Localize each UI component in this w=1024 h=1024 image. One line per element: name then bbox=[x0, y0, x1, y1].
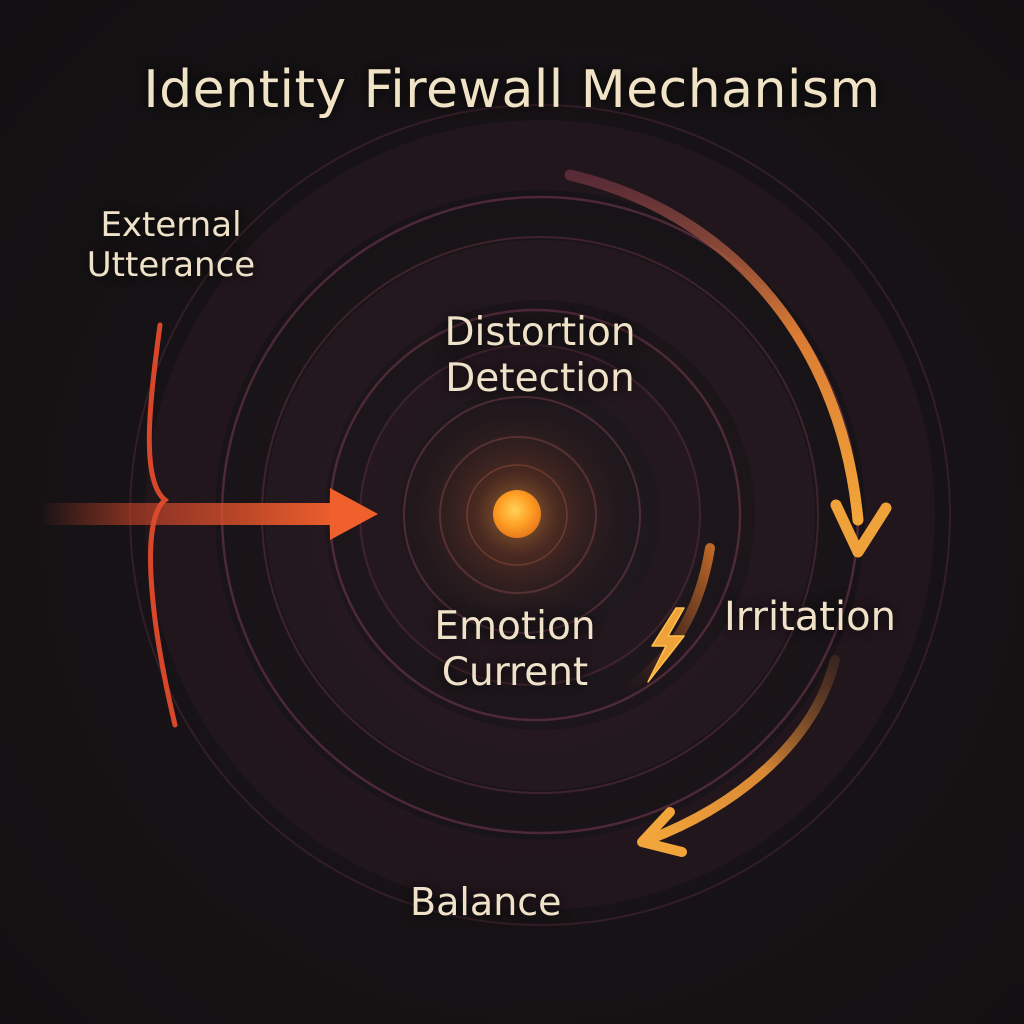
arc-to-irritation bbox=[564, 169, 864, 526]
emotion-current-arc bbox=[620, 543, 715, 695]
node-distortion-detection-line-2: Detection bbox=[445, 355, 635, 401]
node-external-utterance: External Utterance bbox=[76, 205, 266, 286]
page-title: Identity Firewall Mechanism bbox=[143, 60, 881, 120]
arrowhead-to-balance bbox=[637, 807, 687, 857]
utterance-curve bbox=[146, 322, 178, 728]
node-emotion-current-line-1: Emotion bbox=[434, 604, 596, 649]
node-balance: Balance bbox=[410, 880, 562, 924]
ring-band-inner bbox=[360, 345, 700, 685]
node-emotion-current: Emotion Current bbox=[402, 604, 628, 695]
node-irritation: Irritation bbox=[724, 594, 896, 640]
node-emotion-current-line-2: Current bbox=[441, 649, 589, 695]
arrowhead-to-irritation bbox=[830, 499, 892, 558]
node-distortion-detection-line-1: Distortion bbox=[444, 310, 636, 355]
node-external-utterance-line-2: Utterance bbox=[86, 244, 256, 285]
glowing-core-icon bbox=[493, 490, 541, 538]
node-distortion-detection: Distortion Detection bbox=[410, 310, 670, 401]
node-external-utterance-line-1: External bbox=[100, 205, 242, 245]
lightning-bolt-icon bbox=[647, 607, 685, 683]
input-arrow-head bbox=[330, 488, 378, 540]
input-arrow-shaft bbox=[40, 503, 340, 525]
arc-to-balance bbox=[643, 655, 840, 845]
